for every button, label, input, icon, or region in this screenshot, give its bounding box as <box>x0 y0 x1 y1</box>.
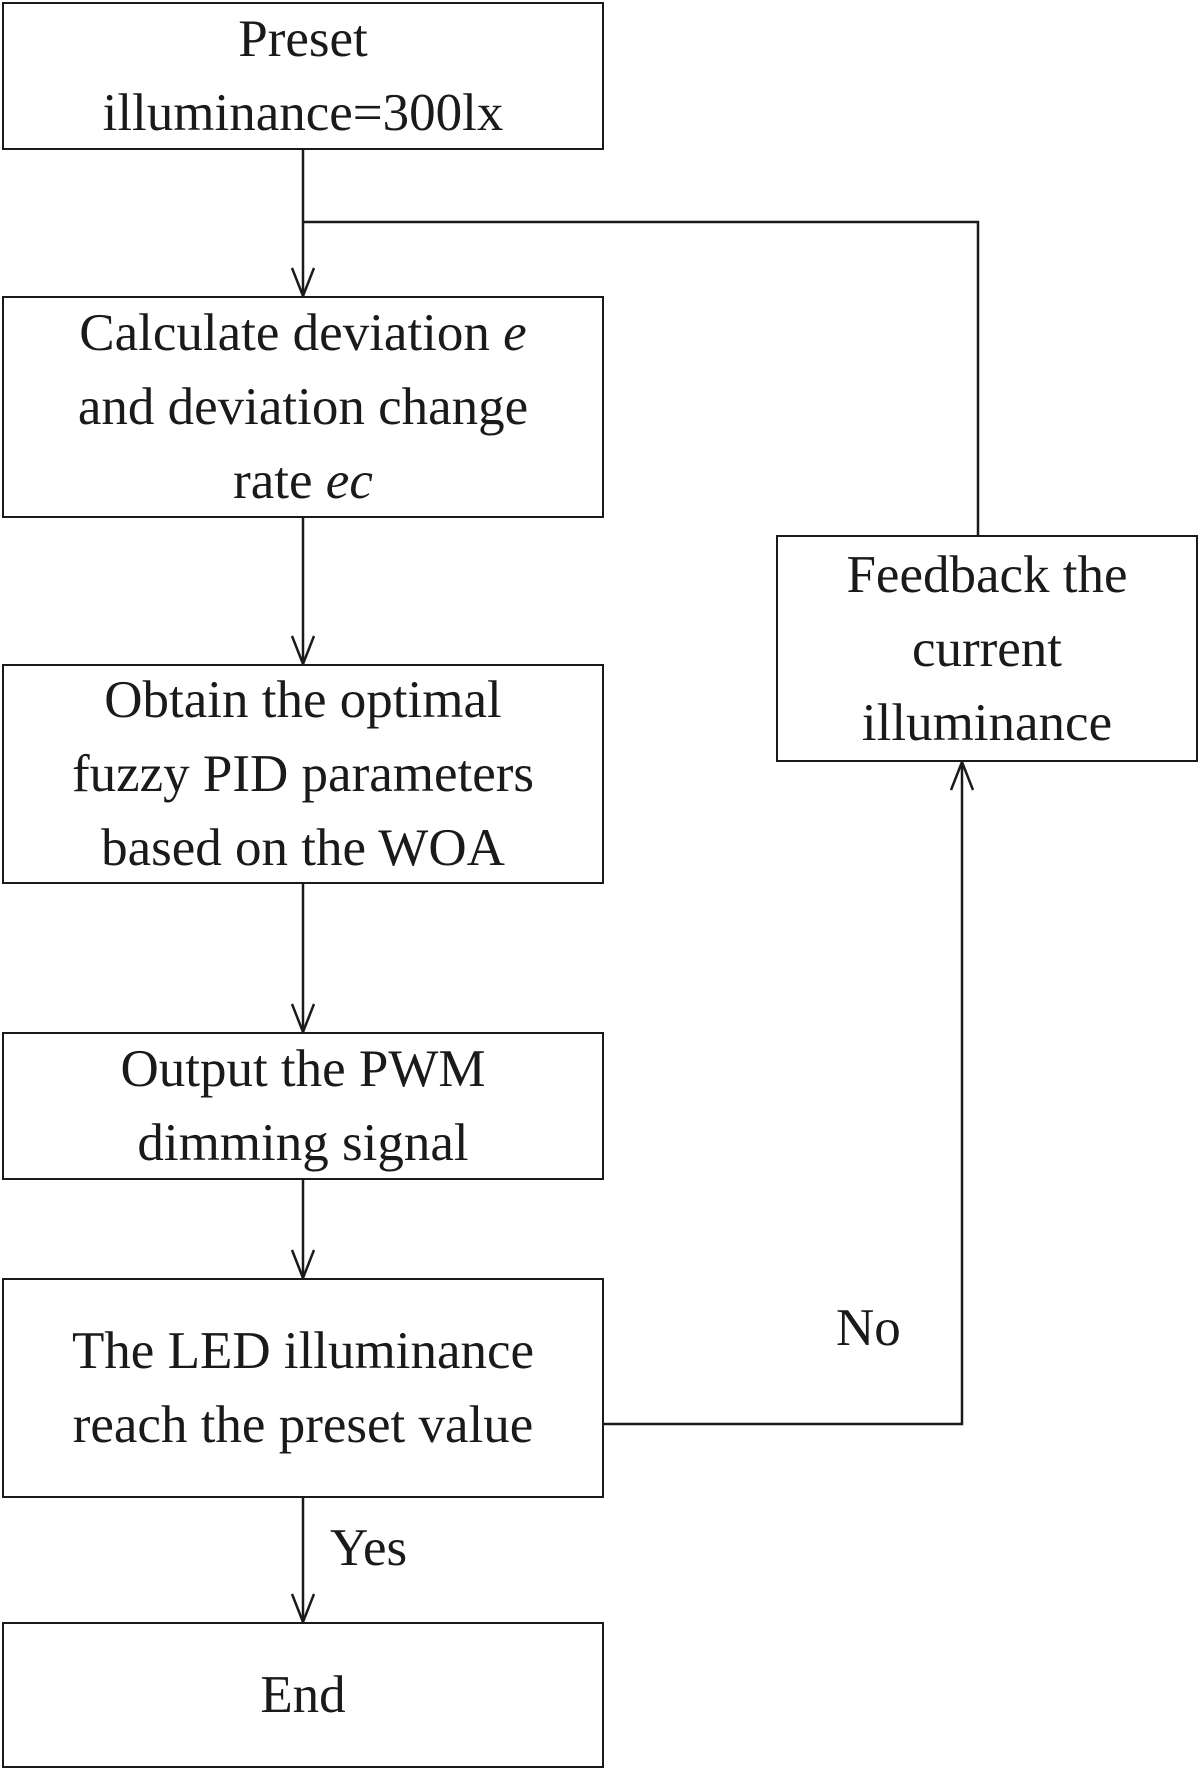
illuminance-check-box: The LED illuminance reach the preset val… <box>2 1278 604 1498</box>
pwm-line-2: dimming signal <box>137 1114 469 1172</box>
feedback-line-2: current <box>911 619 1063 678</box>
calc-line-3-text: rate <box>233 452 326 510</box>
woa-line-1: Obtain the optimal <box>104 671 502 729</box>
preset-line-1: Preset <box>238 10 368 68</box>
optimal-fuzzy-pid-box: Obtain the optimal fuzzy PID parameters … <box>2 664 604 884</box>
feedback-line-1: Feedback the <box>846 545 1128 604</box>
yes-branch-label: Yes <box>330 1519 408 1577</box>
woa-line-3: based on the WOA <box>101 819 505 877</box>
calculate-deviation-box: Calculate deviation e and deviation chan… <box>2 296 604 518</box>
end-box: End <box>2 1622 604 1768</box>
pwm-output-box: Output the PWM dimming signal <box>2 1032 604 1180</box>
no-branch-label: No <box>836 1299 901 1357</box>
calc-line-1-text: Calculate deviation <box>79 304 504 362</box>
decision-line-1: The LED illuminance <box>71 1322 535 1380</box>
deviation-variable: e <box>503 304 527 362</box>
woa-line-2: fuzzy PID parameters <box>71 745 535 803</box>
preset-illuminance-box: Preset illuminance=300lx <box>2 2 604 150</box>
decision-line-2: reach the preset value <box>72 1396 534 1454</box>
preset-line-2: illuminance=300lx <box>102 84 504 142</box>
calc-line-3: rate ec <box>78 444 528 518</box>
pwm-line-1: Output the PWM <box>120 1040 486 1098</box>
calc-line-1: Calculate deviation e <box>78 296 528 370</box>
feedback-illuminance-box: Feedback the current illuminance <box>776 535 1198 762</box>
end-label: End <box>260 1666 346 1724</box>
arrow-decision-to-feedback <box>590 762 962 1426</box>
line-feedback-loop <box>303 220 980 535</box>
calc-line-2: and deviation change <box>77 378 529 436</box>
feedback-line-3: illuminance <box>861 693 1113 752</box>
change-rate-variable: ec <box>325 452 373 510</box>
